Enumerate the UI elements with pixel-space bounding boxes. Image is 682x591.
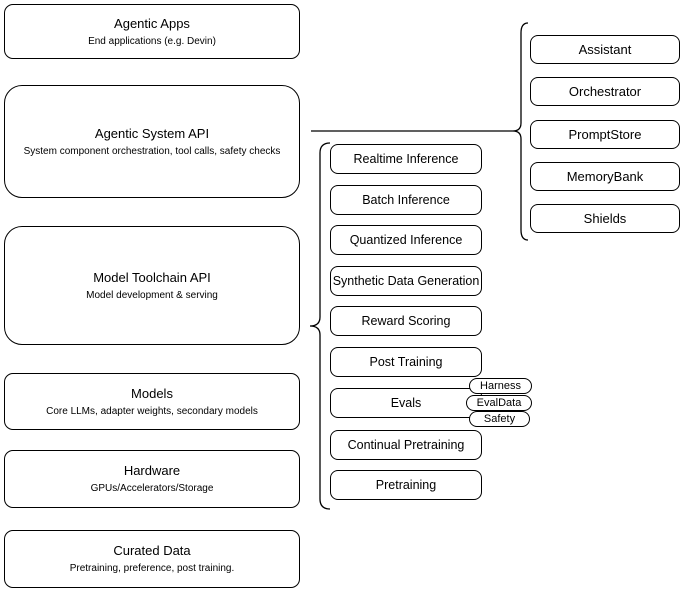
tag-label: Harness	[480, 380, 521, 392]
node-label: Shields	[583, 211, 627, 226]
node-model-toolchain-api: Model Toolchain API Model development & …	[4, 226, 300, 345]
node-quantized-inference: Quantized Inference	[330, 225, 482, 255]
node-subtitle: End applications (e.g. Devin)	[88, 35, 216, 47]
node-label: Batch Inference	[362, 193, 450, 207]
node-shields: Shields	[530, 204, 680, 233]
node-subtitle: Core LLMs, adapter weights, secondary mo…	[46, 405, 258, 417]
node-label: Orchestrator	[568, 84, 642, 99]
node-label: Synthetic Data Generation	[332, 274, 480, 288]
node-promptstore: PromptStore	[530, 120, 680, 149]
node-label: Assistant	[578, 42, 632, 57]
node-curated-data: Curated Data Pretraining, preference, po…	[4, 530, 300, 588]
node-reward-scoring: Reward Scoring	[330, 306, 482, 336]
node-subtitle: System component orchestration, tool cal…	[23, 145, 281, 157]
tag-safety: Safety	[469, 411, 530, 427]
node-label: Quantized Inference	[349, 233, 463, 247]
node-evals: Evals	[330, 388, 482, 418]
node-assistant: Assistant	[530, 35, 680, 64]
node-label: MemoryBank	[566, 169, 644, 184]
node-models: Models Core LLMs, adapter weights, secon…	[4, 373, 300, 430]
node-pretraining: Pretraining	[330, 470, 482, 500]
node-hardware: Hardware GPUs/Accelerators/Storage	[4, 450, 300, 508]
node-label: Evals	[390, 396, 422, 410]
tag-harness: Harness	[469, 378, 532, 394]
node-subtitle: GPUs/Accelerators/Storage	[90, 483, 214, 494]
node-agentic-system-api: Agentic System API System component orch…	[4, 85, 300, 198]
node-synthetic-data-generation: Synthetic Data Generation	[330, 266, 482, 296]
node-title: Agentic System API	[94, 125, 210, 141]
node-subtitle: Model development & serving	[86, 289, 218, 301]
node-title: Models	[131, 385, 173, 401]
tag-label: Safety	[483, 413, 516, 425]
node-continual-pretraining: Continual Pretraining	[330, 430, 482, 460]
tag-label: EvalData	[476, 397, 522, 409]
node-title: Curated Data	[113, 543, 191, 558]
node-agentic-apps: Agentic Apps End applications (e.g. Devi…	[4, 4, 300, 59]
node-label: PromptStore	[568, 127, 642, 142]
node-label: Reward Scoring	[361, 314, 451, 328]
node-realtime-inference: Realtime Inference	[330, 144, 482, 174]
node-label: Post Training	[369, 355, 443, 369]
node-batch-inference: Batch Inference	[330, 185, 482, 215]
node-orchestrator: Orchestrator	[530, 77, 680, 106]
node-title: Hardware	[123, 463, 181, 478]
node-title: Agentic Apps	[114, 15, 190, 31]
node-label: Pretraining	[375, 478, 437, 492]
brace-system-components	[512, 22, 529, 241]
tag-evaldata: EvalData	[466, 395, 532, 411]
node-label: Continual Pretraining	[347, 438, 465, 452]
node-subtitle: Pretraining, preference, post training.	[69, 563, 235, 574]
node-memorybank: MemoryBank	[530, 162, 680, 191]
node-post-training: Post Training	[330, 347, 482, 377]
brace-toolchain	[309, 142, 331, 510]
node-label: Realtime Inference	[353, 152, 459, 166]
node-title: Model Toolchain API	[93, 269, 211, 285]
